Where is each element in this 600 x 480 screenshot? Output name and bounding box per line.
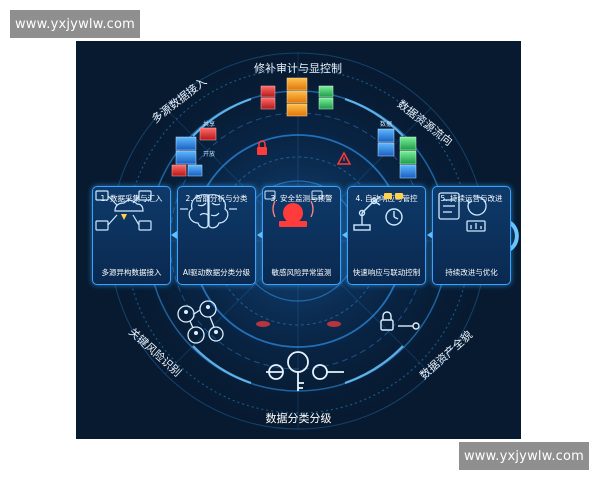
right-cube-cluster xyxy=(377,128,417,179)
card-title: 3. 安全监测与预警 xyxy=(270,194,333,203)
card-subtitle: 快速响应与联动控制 xyxy=(352,268,421,277)
card-subtitle: AI驱动数据分类分级 xyxy=(182,268,251,277)
data-collection-icon xyxy=(95,190,152,231)
keys-graphic-icon xyxy=(266,351,344,391)
orange-cube-stack xyxy=(286,77,308,117)
red-glow-dot xyxy=(327,321,341,327)
warning-alert-icon xyxy=(336,151,352,165)
card-title: 2. 智能分析与分类 xyxy=(185,194,248,203)
process-card-1: 1. 数据采集与汇入 多源异构数据接入 xyxy=(92,186,171,285)
data-mini-label: 数据 xyxy=(380,121,393,128)
red-cube-stack xyxy=(260,85,276,110)
process-card-5: 5. 持续运营与改进 持续改进与优化 xyxy=(432,186,511,285)
alert-markers xyxy=(256,140,352,327)
card-subtitle: 敏感风险异常监测 xyxy=(271,268,332,277)
card-title: 5. 持续运营与改进 xyxy=(440,194,503,203)
share-mini-label: 共享 xyxy=(203,121,216,128)
flow-arrows xyxy=(171,231,433,239)
red-glow-dot xyxy=(256,321,270,327)
process-card-3: 3. 安全监测与预警 敏感风险异常监测 xyxy=(262,186,341,285)
top-arc-label: 修补审计与显控制 xyxy=(254,62,342,75)
lock-alert-icon xyxy=(257,140,267,155)
card-title: 1. 数据采集与汇入 xyxy=(100,194,163,203)
process-card-4: 4. 自动响应与管控 快速响应与联动控制 xyxy=(347,186,426,285)
green-cube-stack xyxy=(318,85,334,110)
robot-arm-control-icon xyxy=(353,193,403,231)
top-cube-stacks xyxy=(260,77,334,117)
node-person-icons xyxy=(184,305,218,335)
arc-accents xyxy=(192,97,404,385)
card-subtitle: 持续改进与优化 xyxy=(445,268,498,277)
diagram-panel: 修补审计与显控制 多源数据接入 数据资源流向 关键风险识别 数据资产全貌 数据分… xyxy=(76,41,521,439)
checklist-cycle-icon xyxy=(438,192,487,232)
process-card-2: 2. 智能分析与分类 AI驱动数据分类分级 xyxy=(177,186,256,285)
card-subtitle: 多源异构数据接入 xyxy=(101,268,162,277)
watermark-top: www.yxjywlw.com xyxy=(10,10,140,38)
alarm-monitor-icon xyxy=(264,190,323,227)
node-network-icon xyxy=(177,300,224,344)
left-cube-cluster xyxy=(171,127,217,177)
open-mini-label: 开放 xyxy=(203,151,216,158)
bottom-arc-label: 数据分类分级 xyxy=(265,412,332,425)
ai-brain-icon xyxy=(180,194,237,229)
watermark-bottom: www.yxjywlw.com xyxy=(459,442,589,470)
key-lock-icon xyxy=(380,311,420,331)
